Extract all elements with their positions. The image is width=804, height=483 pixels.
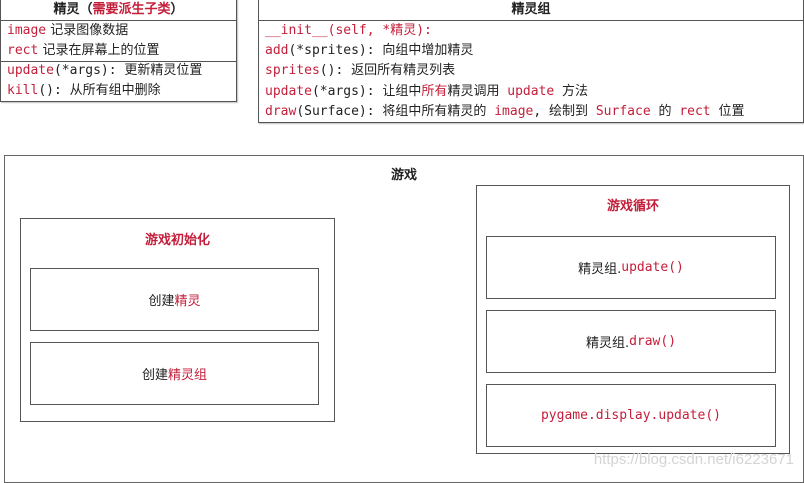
sprite-class-box: 精灵（需要派生子类） image 记录图像数据 rect 记录在屏幕上的位置 u… [0,0,237,102]
attr-desc: 记录图像数据 [46,23,129,38]
step-prefix: 创建 [141,368,168,383]
step-label: 创建精灵 [31,269,318,330]
method-desc: 从所有组中删除 [69,83,161,98]
step-highlight: update() [621,260,684,275]
sprite-group-method: __init__(self, *精灵): [265,21,432,41]
game-loop-box: 游戏循环 精灵组.update() 精灵组.draw() pygame.disp… [476,185,790,454]
init-step-create-group: 创建精灵组 [30,342,319,405]
code-token: update [265,83,312,99]
divider [1,20,236,21]
method-args: (): [38,83,70,98]
game-title: 游戏 [390,168,417,183]
loop-step-group-draw: 精灵组.draw() [486,310,776,373]
description-text: (*args): 让组中 [311,83,422,99]
code-token: rect [679,103,711,119]
attribute-image: image 记录图像数据 [7,21,128,41]
method-code: kill [7,83,39,98]
attribute-rect: rect 记录在屏幕上的位置 [7,41,159,61]
code-token: 所有 [421,83,448,99]
method-desc: 更新精灵位置 [124,63,203,78]
method-kill: kill(): 从所有组中删除 [7,81,161,101]
step-highlight: pygame.display.update() [540,408,721,423]
game-init-title: 游戏初始化 [144,233,210,248]
step-highlight: 精灵 [174,294,201,309]
loop-step-group-update: 精灵组.update() [486,236,776,299]
description-text: 位置 [710,103,745,119]
code-token: __init__(self, *精灵): [265,23,432,38]
sprite-group-method: draw(Surface): 将组中所有精灵的 image, 绘制到 Surfa… [265,102,744,122]
title-highlight: 需要派生子类 [92,2,171,17]
attr-desc: 记录在屏幕上的位置 [38,43,160,58]
sprite-group-method: update(*args): 让组中所有精灵调用 update 方法 [265,82,588,102]
step-prefix: 精灵组. [585,336,630,351]
attr-code: image [7,23,47,38]
code-token: sprites [265,63,320,79]
sprite-group-class-box: 精灵组 __init__(self, *精灵): add(*sprites): 向… [258,0,804,123]
description-text: , 绘制到 [533,103,596,119]
game-loop-title: 游戏循环 [606,199,659,214]
sprite-group-method: sprites(): 返回所有精灵列表 [265,61,455,81]
description-text: (): 返回所有精灵列表 [319,63,456,79]
init-step-create-sprite: 创建精灵 [30,268,319,331]
description-text: (*sprites): 向组中增加精灵 [288,43,474,59]
code-token: image [494,103,534,119]
step-label: 精灵组.update() [487,237,775,298]
sprite-class-title: 精灵（需要派生子类） [1,1,236,19]
divider [259,20,803,21]
attr-code: rect [7,43,39,58]
description-text: 方法 [554,83,589,99]
code-token: add [265,43,289,59]
sprite-group-method: add(*sprites): 向组中增加精灵 [265,41,473,61]
paren-close: ） [170,2,184,17]
code-token: Surface [595,103,651,119]
divider [1,61,236,62]
step-label: 创建精灵组 [31,343,318,404]
step-prefix: 精灵组. [578,262,622,277]
description-text: 精灵调用 [447,83,508,99]
paren-open: （ [79,2,93,17]
code-token: update [507,83,555,99]
method-update: update(*args): 更新精灵位置 [7,61,202,81]
step-prefix: 创建 [148,294,175,309]
game-init-box: 游戏初始化 创建精灵 创建精灵组 [20,218,335,422]
method-args: (*args): [53,63,125,78]
step-label: 精灵组.draw() [487,311,775,372]
description-text: (Surface): 将组中所有精灵的 [296,103,495,119]
game-box: 游戏 游戏初始化 创建精灵 创建精灵组 游戏循环 精灵组.update() 精灵… [4,155,804,483]
sprite-group-title: 精灵组 [511,2,551,17]
step-highlight: 精灵组 [168,368,208,383]
loop-step-display-update: pygame.display.update() [486,384,776,447]
step-highlight: draw() [629,334,677,349]
description-text: 的 [650,103,680,119]
title-text: 精灵 [53,2,80,17]
method-code: update [7,63,54,78]
step-label: pygame.display.update() [487,385,775,446]
code-token: draw [265,103,297,119]
watermark: https://blog.csdn.net/i6223671 [593,451,794,468]
